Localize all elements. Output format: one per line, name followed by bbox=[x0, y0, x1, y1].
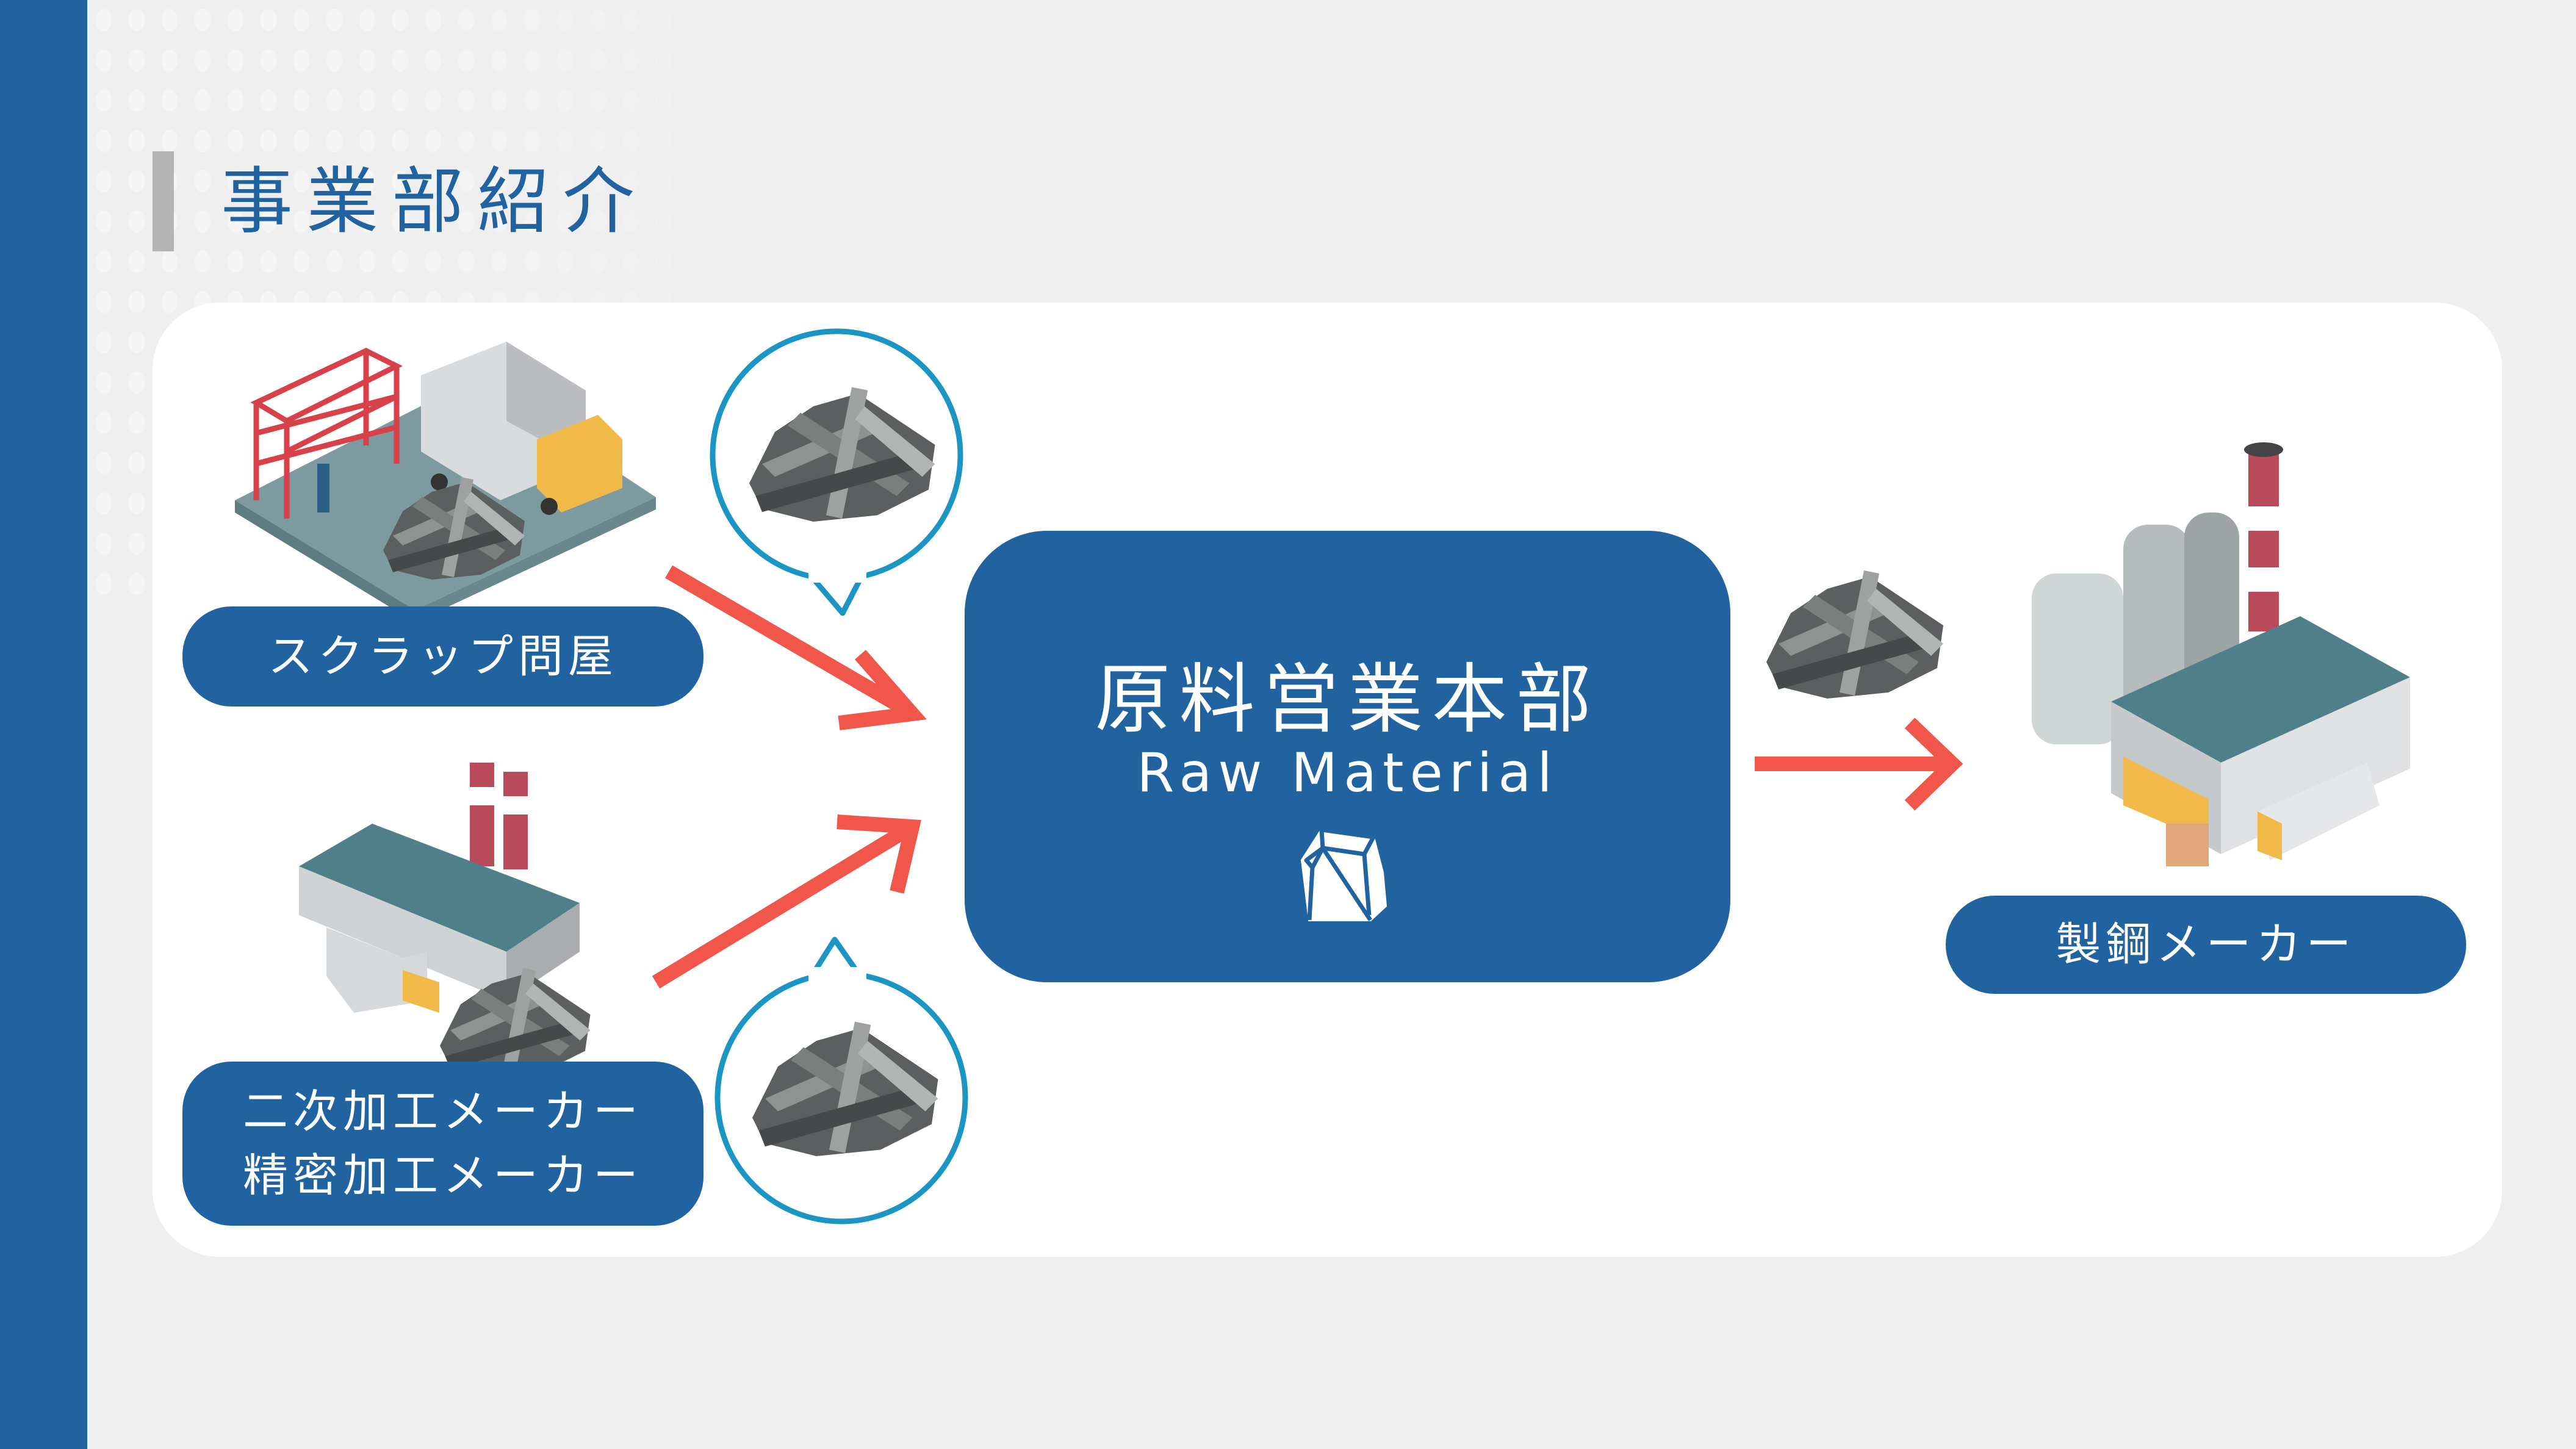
arrow-head-icon bbox=[836, 814, 921, 894]
scrap-speech-bubble-top bbox=[710, 328, 963, 616]
destination-label: 製鋼メーカー bbox=[2056, 918, 2356, 971]
title-marker bbox=[153, 151, 174, 251]
arrow-head-icon bbox=[1904, 717, 1963, 811]
destination-steel-maker: 製鋼メーカー bbox=[1946, 896, 2466, 994]
steel-maker-plant-illustration bbox=[2032, 442, 2410, 866]
sidebar-accent-bar bbox=[0, 0, 87, 1449]
raw-material-rock-icon bbox=[1300, 827, 1387, 921]
arrow-scrap-dealer-to-hub bbox=[664, 565, 913, 718]
arrow-head-icon bbox=[838, 650, 927, 730]
scrap-dealer-warehouse-illustration bbox=[235, 342, 656, 622]
hub-title: 原料営業本部 bbox=[1095, 656, 1600, 744]
source-label: 精密加工メーカー bbox=[243, 1149, 643, 1202]
processing-factory-illustration bbox=[299, 763, 591, 1077]
hub-subtitle: Raw Material bbox=[1137, 741, 1558, 804]
scrap-speech-bubble-bottom bbox=[714, 937, 968, 1224]
scrap-pile-icon bbox=[1766, 570, 1943, 699]
source-label: 二次加工メーカー bbox=[243, 1085, 643, 1138]
source-processing-makers: 二次加工メーカー 精密加工メーカー bbox=[182, 1062, 703, 1226]
page-title: 事業部紹介 bbox=[221, 159, 649, 243]
hub-raw-material-division: 原料営業本部 Raw Material bbox=[965, 531, 1730, 982]
source-scrap-dealer: スクラップ問屋 bbox=[182, 606, 703, 707]
arrow-factory-to-hub bbox=[652, 822, 913, 989]
source-label: スクラップ問屋 bbox=[268, 630, 618, 683]
